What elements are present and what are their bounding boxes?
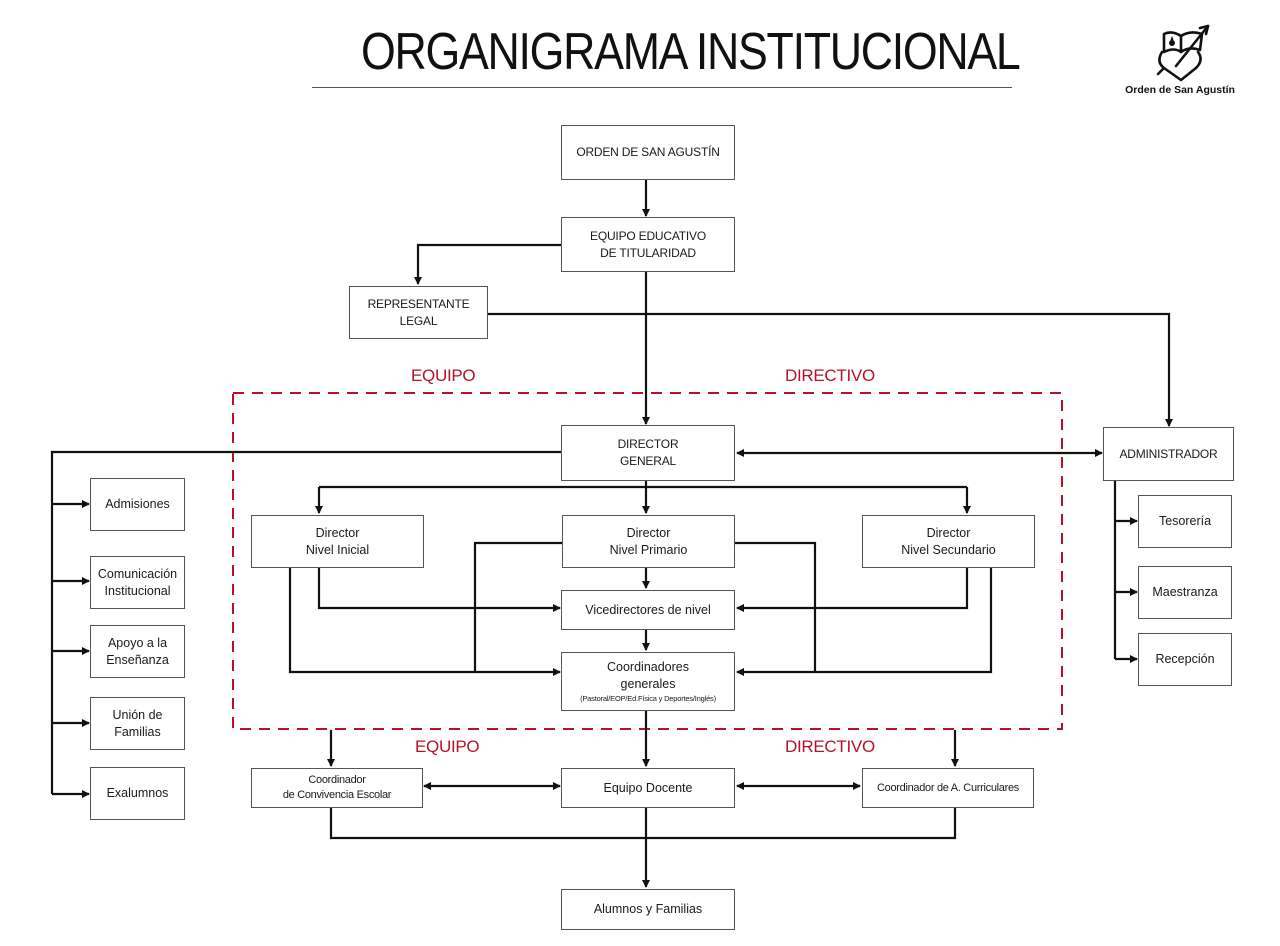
augustinian-heart-book-icon <box>1156 24 1210 82</box>
node-union-familias[interactable]: Unión de Familias <box>90 697 185 750</box>
connector-equipo-to-representante <box>414 243 562 285</box>
connector-inicial-to-vice <box>317 568 561 612</box>
node-equipo-docente[interactable]: Equipo Docente <box>561 768 735 808</box>
node-label: Comunicación <box>97 566 178 581</box>
connector-primario-left-to-coord <box>473 541 562 672</box>
node-apoyo-ensenanza[interactable]: Apoyo a la Enseñanza <box>90 625 185 678</box>
node-label: Apoyo a la <box>107 635 168 650</box>
node-label: Enseñanza <box>106 652 169 667</box>
node-maestranza[interactable]: Maestranza <box>1138 566 1232 619</box>
node-label: Recepción <box>1155 652 1215 666</box>
node-label: Director <box>626 525 671 540</box>
node-director-general[interactable]: DIRECTOR GENERAL <box>561 425 735 481</box>
node-label: Exalumnos <box>106 786 169 800</box>
node-label: Familias <box>114 724 161 739</box>
node-label: Unión de <box>112 707 163 722</box>
label-directivo-bottom: DIRECTIVO <box>785 737 875 756</box>
connector-inicial-to-coord <box>288 568 561 676</box>
node-label: DIRECTOR <box>617 437 679 451</box>
node-label: Nivel Secundario <box>901 542 996 557</box>
node-label: Director <box>315 525 360 540</box>
node-exalumnos[interactable]: Exalumnos <box>90 767 185 820</box>
connector-bottom-bar <box>329 808 957 840</box>
node-label: Vicedirectores de nivel <box>585 602 711 617</box>
equipo-directivo-dashed-frame <box>232 392 1063 730</box>
node-label: LEGAL <box>399 313 438 328</box>
node-label: Nivel Primario <box>609 542 688 557</box>
node-label: ORDEN DE SAN AGUSTÍN <box>576 145 720 159</box>
node-administrador[interactable]: ADMINISTRADOR <box>1103 427 1234 481</box>
node-label: Coordinador de A. Curriculares <box>876 781 1020 794</box>
node-note: (Pastoral/EOP/Ed.Física y Deportes/Inglé… <box>580 693 716 703</box>
connector-secundario-to-coord <box>736 568 993 676</box>
node-alumnos-y-familias[interactable]: Alumnos y Familias <box>561 889 735 930</box>
logo: Orden de San Agustín <box>1120 18 1240 108</box>
node-director-nivel-primario[interactable]: Director Nivel Primario <box>562 515 735 568</box>
node-label: Admisiones <box>105 497 170 511</box>
node-recepcion[interactable]: Recepción <box>1138 633 1232 686</box>
node-label: generales <box>620 676 676 691</box>
node-admisiones[interactable]: Admisiones <box>90 478 185 531</box>
node-label: Coordinadores <box>607 659 689 674</box>
node-orden-san-agustin[interactable]: ORDEN DE SAN AGUSTÍN <box>561 125 735 180</box>
node-label: Alumnos y Familias <box>593 902 703 916</box>
node-label: ADMINISTRADOR <box>1119 446 1218 461</box>
node-label: Director <box>926 525 971 540</box>
node-label: EQUIPO EDUCATIVO <box>590 228 706 243</box>
node-label: Nivel Inicial <box>305 542 370 557</box>
label-equipo-top: EQUIPO <box>411 366 476 385</box>
node-representante-legal[interactable]: REPRESENTANTE LEGAL <box>349 286 488 339</box>
node-label: Maestranza <box>1152 585 1218 599</box>
node-equipo-educativo-titularidad[interactable]: EQUIPO EDUCATIVO DE TITULARIDAD <box>561 217 735 272</box>
node-coordinador-convivencia-escolar[interactable]: Coordinador de Convivencia Escolar <box>251 768 423 808</box>
node-label: REPRESENTANTE <box>367 296 470 311</box>
node-director-nivel-secundario[interactable]: Director Nivel Secundario <box>862 515 1035 568</box>
node-label: Institucional <box>104 583 171 598</box>
connector-primario-right-to-coord <box>735 541 817 672</box>
node-label: Tesorería <box>1158 514 1212 528</box>
node-director-nivel-inicial[interactable]: Director Nivel Inicial <box>251 515 424 568</box>
connector-director-general-left-trunk <box>50 450 562 794</box>
connector-secundario-to-vice <box>736 568 969 612</box>
node-label: Equipo Docente <box>603 780 693 795</box>
title-underline <box>312 87 1012 88</box>
node-coordinador-areas-curriculares[interactable]: Coordinador de A. Curriculares <box>862 768 1034 808</box>
connector-representante-to-administrador <box>488 312 1173 427</box>
page-title: ORGANIGRAMA INSTITUCIONAL <box>361 23 1021 81</box>
node-comunicacion-institucional[interactable]: Comunicación Institucional <box>90 556 185 609</box>
node-tesoreria[interactable]: Tesorería <box>1138 495 1232 548</box>
label-directivo-top: DIRECTIVO <box>785 366 875 385</box>
node-label: DE TITULARIDAD <box>600 245 696 260</box>
node-label: GENERAL <box>620 454 676 468</box>
node-vicedirectores-de-nivel[interactable]: Vicedirectores de nivel <box>561 590 735 630</box>
label-equipo-bottom: EQUIPO <box>415 737 480 756</box>
node-coordinadores-generales[interactable]: Coordinadores generales (Pastoral/EOP/Ed… <box>561 652 735 711</box>
logo-text: Orden de San Agustín <box>1125 84 1235 96</box>
node-label: Coordinador <box>308 774 366 786</box>
node-label: de Convivencia Escolar <box>282 789 392 801</box>
